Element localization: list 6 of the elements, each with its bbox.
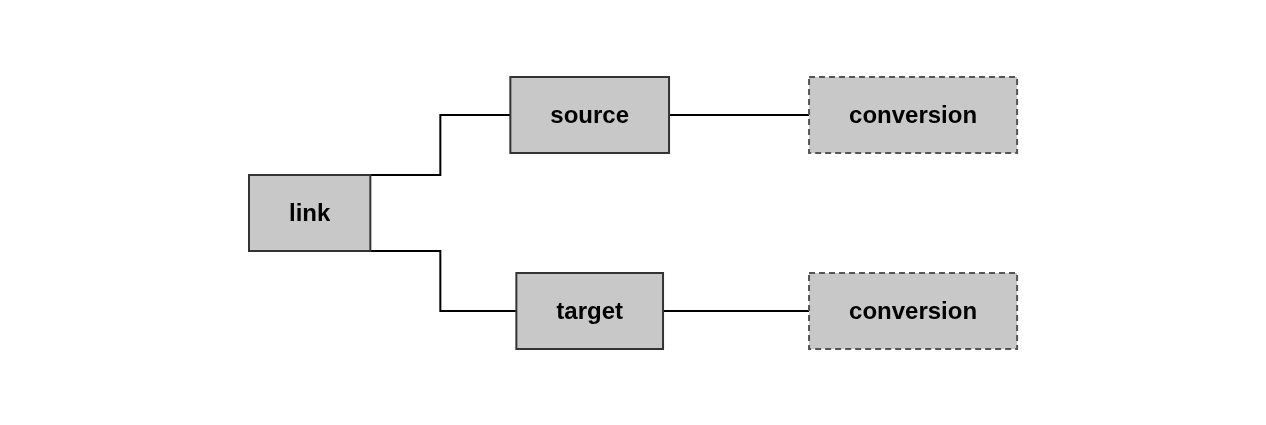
- connector: [662, 309, 810, 312]
- node-box: target: [515, 271, 664, 350]
- node-box: conversion: [808, 271, 1019, 350]
- node-box: link: [247, 173, 372, 252]
- node-box: conversion: [808, 75, 1019, 154]
- node-box: source: [509, 75, 670, 154]
